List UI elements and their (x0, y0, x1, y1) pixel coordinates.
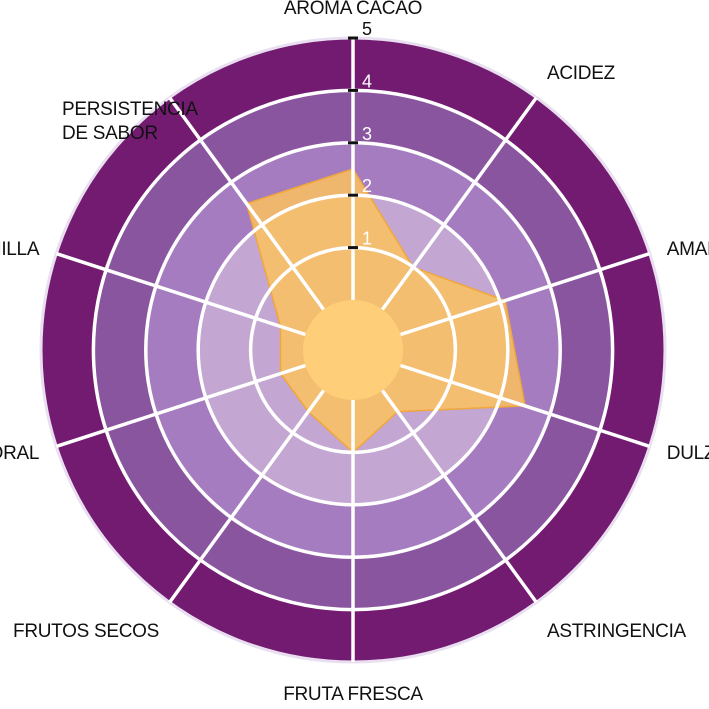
axis-label-line: DE SABOR (62, 123, 158, 144)
axis-label: AROMA CACAO (284, 0, 422, 19)
tick-label: 4 (362, 71, 372, 91)
grid-spoke (168, 96, 326, 311)
axis-label: VAINILLA (0, 239, 40, 260)
grid-spoke (400, 251, 651, 337)
tick-label: 2 (362, 176, 372, 196)
radial-ticks: 1 2 3 4 5 (348, 19, 372, 250)
grid-spoke (55, 251, 306, 337)
axis-label: DULZOR (667, 443, 709, 464)
radar-grid (39, 36, 667, 664)
grid-spoke (168, 389, 326, 604)
axis-label-line: ACIDEZ (547, 63, 616, 84)
axis-label: FRUTOS SECOS (13, 621, 159, 642)
axis-label-line: FRUTOS SECOS (13, 621, 159, 642)
tick-label: 1 (362, 229, 372, 249)
axis-label-line: AMARGOR (667, 239, 709, 260)
axis-label: PERSISTENCIA DE SABOR (62, 99, 198, 144)
axis-label: ACIDEZ (547, 63, 616, 84)
axis-label: ASTRINGENCIA (547, 621, 687, 642)
axis-label-line: AROMA CACAO (284, 0, 422, 19)
axis-label-line: ASTRINGENCIA (547, 621, 687, 642)
grid-spoke (400, 363, 651, 449)
grid-spoke (380, 389, 538, 604)
tick-label: 5 (362, 19, 372, 39)
axis-label: AMARGOR (667, 239, 709, 260)
axis-label-line: FRUTA FRESCA (283, 684, 423, 705)
axis-label-line: PERSISTENCIA (62, 99, 198, 120)
axis-label-line: FLORAL (0, 443, 39, 464)
grid-spoke (55, 363, 306, 449)
axis-label-line: DULZOR (667, 443, 709, 464)
axis-label-line: VAINILLA (0, 239, 40, 260)
axis-label: FLORAL (0, 443, 39, 464)
tick-label: 3 (362, 124, 372, 144)
grid-spoke (380, 96, 538, 311)
axis-label: FRUTA FRESCA (283, 684, 423, 705)
